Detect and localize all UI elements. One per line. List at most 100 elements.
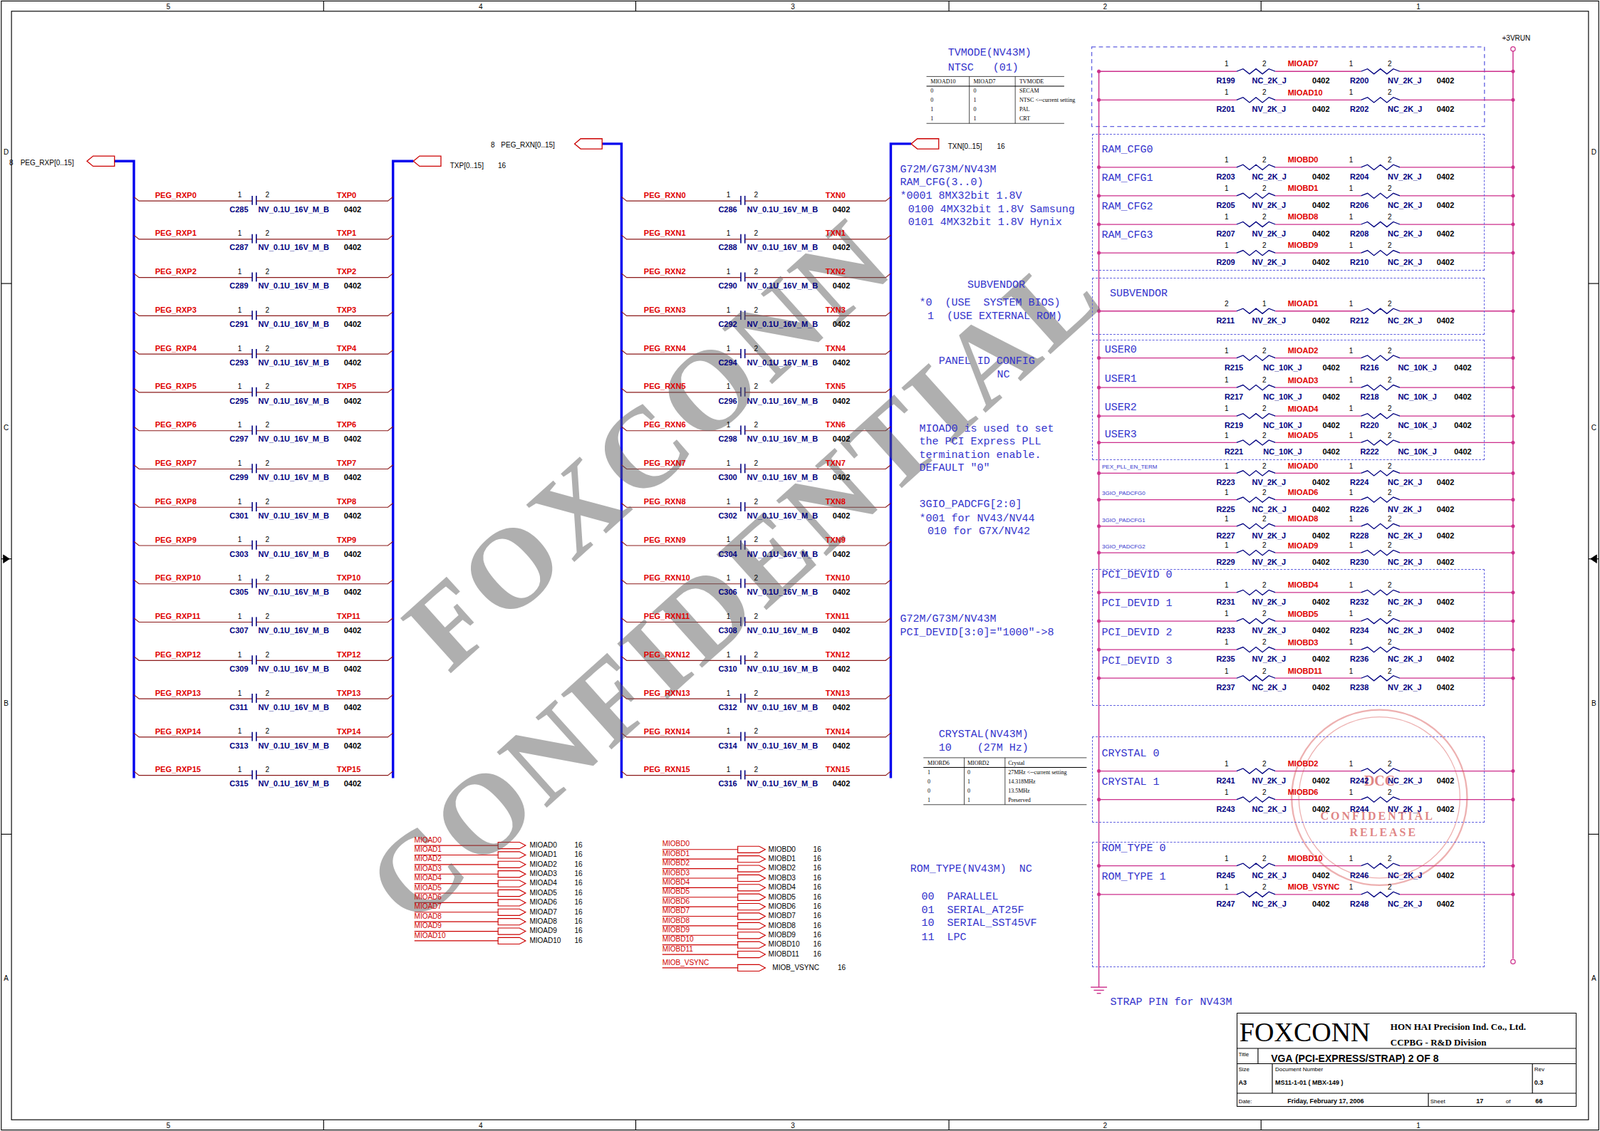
capacitor-symbol (251, 770, 253, 780)
net-label: PEG_RXN6 (643, 421, 687, 429)
net-label: TXP12 (336, 651, 362, 659)
signal-wire (256, 579, 394, 585)
resistor-symbol (1361, 308, 1400, 314)
net-label: MIOBD9 (1287, 241, 1319, 250)
pin-number: 1 (726, 651, 731, 659)
resistor-symbol (1361, 497, 1400, 503)
frame-tick (323, 1119, 325, 1130)
port-label: TXP[0..15] (450, 162, 484, 170)
frame-tick (635, 0, 637, 11)
pin-number: 1 (1349, 884, 1354, 892)
net-label: MIOBD7 (662, 907, 690, 915)
strap-wire (1099, 678, 1237, 679)
pin-number: 1 (237, 574, 243, 583)
part-ref: R207 (1216, 230, 1235, 238)
net-label: MIOBD1 (1287, 184, 1319, 193)
junction-dot (1097, 525, 1101, 529)
table-cell: 27MHz <--current setting (1008, 770, 1067, 776)
pin-number: 2 (1387, 639, 1392, 647)
net-label: TXN3 (825, 306, 846, 315)
net-label: PEG_RXP0 (155, 191, 197, 200)
package-size: 0402 (832, 665, 850, 674)
strap-wire (1099, 865, 1237, 867)
title-block-text: Date: (1238, 1099, 1252, 1105)
capacitor-symbol (255, 770, 258, 780)
offpage-connector (497, 937, 526, 944)
package-size: 0402 (832, 243, 850, 252)
net-label: TXP7 (336, 459, 357, 468)
capacitor-symbol (251, 732, 253, 742)
package-size: 0402 (1436, 201, 1454, 210)
resistor-symbol (1361, 589, 1400, 595)
pin-number: 1 (726, 766, 731, 774)
capacitor-symbol (740, 693, 742, 704)
port-label: 16 (813, 912, 822, 920)
pin-number: 1 (1262, 300, 1267, 308)
net-label: MIOBD2 (1287, 760, 1319, 768)
pin-number: 2 (265, 383, 270, 391)
junction-dot (1511, 769, 1516, 773)
signal-wire (256, 465, 394, 470)
pin-number: 1 (237, 383, 243, 391)
pin-number: 1 (1349, 760, 1354, 768)
net-label: MIOBD3 (1287, 639, 1319, 647)
strap-group-label: CRYSTAL 0 (1101, 748, 1160, 760)
pin-number: 2 (754, 345, 759, 353)
note-text: DEFAULT "0" (919, 463, 991, 474)
junction-dot (1097, 676, 1101, 681)
strap-wire (1399, 416, 1514, 417)
pin-number: 2 (1387, 668, 1392, 676)
capacitor-symbol (251, 655, 253, 665)
pin-number: 1 (726, 268, 731, 276)
signal-wire (256, 618, 394, 623)
sheet-frame (11, 11, 1589, 1120)
frame-tick (1260, 1119, 1262, 1130)
port-label: 16 (813, 855, 822, 863)
strap-group-label: PCI_DEVID 0 (1101, 569, 1172, 581)
net-label: MIOB_VSYNC (662, 959, 710, 967)
capacitor-symbol (251, 387, 253, 397)
pin-number: 1 (1349, 515, 1354, 523)
package-size: 0402 (832, 320, 850, 329)
package-size: 0402 (1436, 76, 1454, 85)
pin-number: 2 (1262, 855, 1267, 863)
part-ref: R231 (1216, 598, 1235, 607)
part-value: NV_2K_J (1252, 478, 1287, 487)
net-label: TXP10 (336, 574, 362, 583)
offpage-connector (738, 932, 766, 939)
package-size: 0402 (1312, 258, 1330, 267)
offpage-connector (497, 928, 526, 935)
junction-dot (1511, 591, 1516, 595)
package-size: 0402 (1436, 478, 1454, 487)
strap-wire (1399, 473, 1514, 474)
title-block-text: Title (1238, 1052, 1249, 1058)
capacitor-symbol (251, 426, 253, 436)
offpage-connector (911, 138, 939, 149)
pin-number: 1 (1349, 855, 1354, 863)
table-cell: 0 (930, 88, 934, 95)
net-label: MIOBD10 (662, 936, 694, 944)
grid-ref: 5 (166, 3, 171, 11)
package-size: 0402 (344, 742, 362, 751)
ground-symbol (1090, 986, 1108, 988)
pin-number: 1 (237, 268, 243, 276)
frame-tick (635, 1119, 637, 1130)
table-cell: 1 (973, 116, 977, 122)
capacitor-symbol (740, 195, 742, 206)
pin-number: 2 (1262, 610, 1267, 618)
pin-number: 1 (237, 498, 243, 506)
strap-wire (1275, 525, 1361, 527)
strap-group-label: USER2 (1104, 402, 1137, 414)
net-label: TXP13 (336, 689, 362, 698)
part-ref: C304 (718, 550, 737, 559)
net-label: TXP14 (336, 728, 362, 736)
resistor-symbol (1361, 797, 1400, 803)
pin-number: 2 (1224, 300, 1229, 308)
note-text: TVMODE(NV43M) (948, 47, 1032, 59)
part-ref: R245 (1216, 871, 1235, 880)
net-label: TXN15 (825, 765, 850, 774)
net-label: MIOBD6 (1287, 788, 1319, 797)
package-size: 0402 (1453, 448, 1472, 456)
pin-number: 1 (237, 345, 243, 353)
